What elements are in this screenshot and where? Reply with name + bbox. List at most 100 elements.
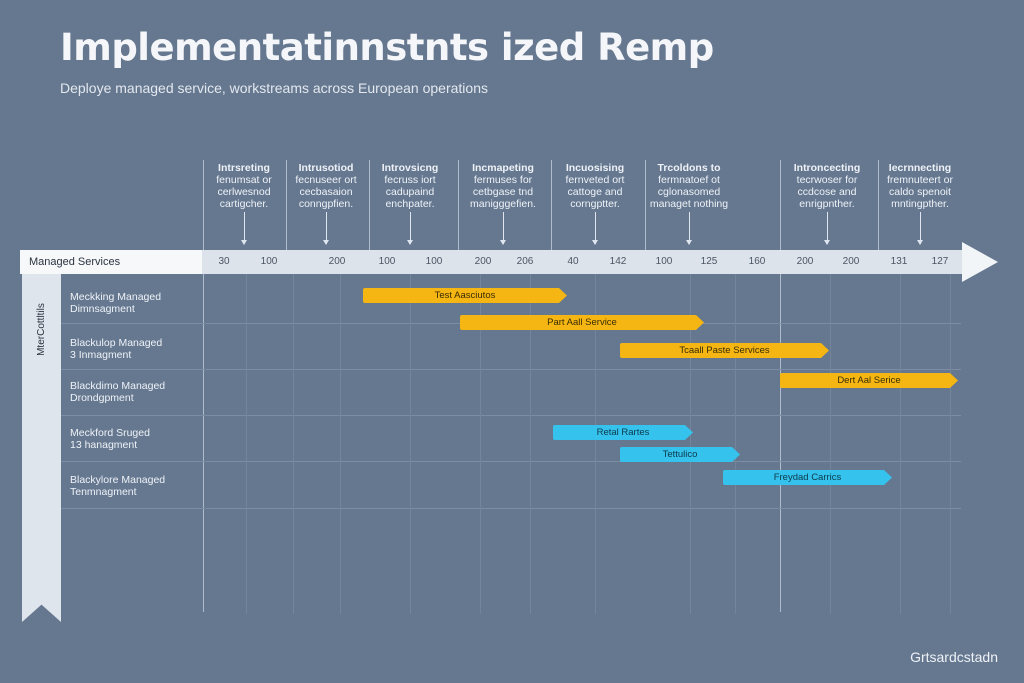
down-arrow-icon: [241, 212, 247, 245]
annotation-line: cattoge and: [567, 186, 623, 198]
annotation-heading: Intrsreting: [218, 162, 270, 174]
annotation-line: cecbasaion: [299, 186, 353, 198]
annotation-line: fernveted ort: [565, 174, 625, 186]
page-subtitle: Deploye managed service, workstreams acr…: [60, 80, 488, 96]
phase-separator: [551, 160, 552, 250]
axis-tick-label: 200: [842, 256, 860, 267]
axis-label: Managed Services: [20, 250, 202, 274]
page-title: Implementatinnstnts ized Remp: [60, 26, 714, 69]
gantt-bar[interactable]: Tcaall Paste Services: [620, 343, 829, 358]
gantt-bar[interactable]: Part Aall Service: [460, 315, 704, 330]
gantt-bar[interactable]: Tettulico: [620, 447, 740, 462]
down-arrow-icon: [407, 212, 413, 245]
row-label-line: Dimnsagment: [70, 303, 135, 315]
axis-tick-label: 100: [425, 256, 443, 267]
gantt-bar[interactable]: Test Aasciutos: [363, 288, 567, 303]
axis-tick-label: 200: [474, 256, 492, 267]
annotation-line: enchpater.: [385, 198, 435, 210]
ribbon-label: MterCottltils: [36, 302, 48, 356]
axis-tick-label: 40: [567, 256, 579, 267]
annotation-line: enrigpnther.: [799, 198, 855, 210]
down-arrow-icon: [500, 212, 506, 245]
annotation-heading: Intrusotiod: [298, 162, 354, 174]
row-label-line: Tenmnagment: [70, 486, 137, 498]
annotation-line: corngptter.: [570, 198, 620, 210]
phase-separator: [878, 160, 879, 250]
gantt-bar[interactable]: Retal Rartes: [553, 425, 693, 440]
grid-line: [735, 274, 736, 614]
annotation-line: tecrwoser for: [796, 174, 858, 186]
gantt-bar[interactable]: Freydad Carrics: [723, 470, 892, 485]
grid-line: [410, 274, 411, 614]
axis-tick-label: 127: [931, 256, 949, 267]
down-arrow-icon: [917, 212, 923, 245]
grid-line: [480, 274, 481, 614]
axis-tick-label: 131: [890, 256, 908, 267]
annotation-line: fecnuseer ort: [295, 174, 357, 186]
annotation-heading: Incuosising: [565, 162, 625, 174]
grid-line: [293, 274, 294, 614]
row-label-line: Blackdimo Managed: [70, 380, 166, 392]
row-label-line: Meckking Managed: [70, 291, 162, 303]
annotation-heading: Introncecting: [793, 162, 861, 174]
ribbon-label-wrap: MterCottltils: [22, 274, 61, 384]
axis-tick-label: 100: [260, 256, 278, 267]
row-divider: [61, 369, 961, 370]
down-arrow-icon: [686, 212, 692, 245]
grid-line: [340, 274, 341, 614]
row-divider: [61, 415, 961, 416]
annotation-heading: Introvsicng: [381, 162, 439, 174]
row-label-line: Blackylore Managed: [70, 474, 166, 486]
annotation-line: ccdcose and: [797, 186, 857, 198]
timeline-axis: Managed Services 30 100 200 100 100 200 206 40 1…: [20, 250, 962, 274]
axis-tick-label: 125: [700, 256, 718, 267]
phase-separator: [458, 160, 459, 250]
row-label-line: 3 Inmagment: [70, 349, 132, 361]
gantt-bar[interactable]: Dert Aal Serice: [780, 373, 958, 388]
phase-separator: [203, 160, 204, 612]
phase-separator: [286, 160, 287, 250]
annotation-line: mntingpther.: [891, 198, 949, 210]
annotation-heading: Iecrnnecting: [888, 162, 952, 174]
down-arrow-icon: [592, 212, 598, 245]
grid-line: [830, 274, 831, 614]
annotation-line: fermuses for: [473, 174, 533, 186]
grid-line: [530, 274, 531, 614]
row-divider: [61, 508, 961, 509]
annotation-heading: Trcoldons to: [657, 162, 721, 174]
annotation-line: conngpfien.: [298, 198, 354, 210]
annotation-line: manigggefien.: [470, 198, 536, 210]
axis-tick-label: 206: [516, 256, 534, 267]
axis-tick-label: 100: [655, 256, 673, 267]
down-arrow-icon: [824, 212, 830, 245]
phase-separator: [645, 160, 646, 250]
down-arrow-icon: [323, 212, 329, 245]
annotation-line: cetbgase tnd: [472, 186, 534, 198]
grid-line: [950, 274, 951, 614]
axis-tick-label: 30: [218, 256, 230, 267]
annotation-line: managet nothing: [649, 198, 729, 210]
annotation-line: cadupaind: [385, 186, 435, 198]
annotation-line: fenumsat or: [216, 174, 272, 186]
axis-tick-label: 160: [748, 256, 766, 267]
annotation-line: caldo spenoit: [889, 186, 951, 198]
axis-tick-label: 200: [328, 256, 346, 267]
annotation-line: cerlwesnod: [217, 186, 271, 198]
annotation-line: cglonasomed: [657, 186, 721, 198]
grid-line: [595, 274, 596, 614]
row-label-line: Drondgpment: [70, 392, 134, 404]
annotation-line: fecruss iort: [384, 174, 436, 186]
annotation-heading: Incmapeting: [472, 162, 534, 174]
annotation-line: fremnuteert or: [887, 174, 953, 186]
